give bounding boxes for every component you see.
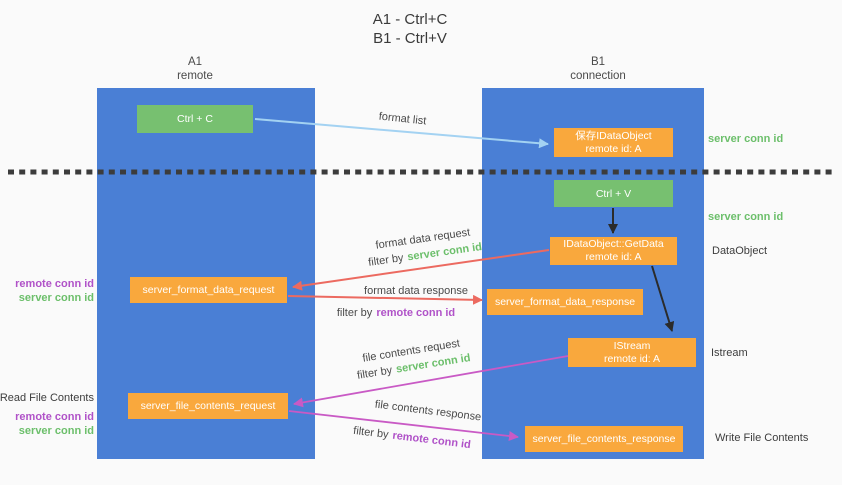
- filter-by-text: filter by: [336, 307, 373, 319]
- side-label-write-file-contents: Write File Contents: [715, 432, 809, 444]
- column-b1-role: connection: [570, 70, 626, 82]
- node-ctrl-v: Ctrl + V: [554, 180, 673, 207]
- filter-by-text: filter by: [352, 424, 390, 442]
- node-idataobject-getdata: IDataObject::GetData remote id: A: [550, 237, 677, 265]
- side-label-server-conn-id: server conn id: [18, 292, 94, 304]
- edge-label-format-data-response: format data response: [364, 285, 468, 297]
- filter-by-text: filter by: [367, 252, 405, 269]
- node-save-idataobject-line1: 保存IDataObject: [575, 129, 652, 142]
- remote-conn-id-text: remote conn id: [376, 307, 456, 319]
- node-istream: IStream remote id: A: [568, 338, 696, 367]
- column-a1-role: remote: [177, 70, 213, 82]
- node-istream-line2: remote id: A: [603, 352, 661, 365]
- node-istream-line1: IStream: [613, 339, 651, 352]
- column-a1-name: A1: [187, 56, 203, 68]
- node-getdata-line1: IDataObject::GetData: [563, 238, 664, 250]
- arrow-file-contents-request: [293, 355, 569, 408]
- node-save-idataobject: 保存IDataObject remote id: A: [554, 128, 673, 157]
- side-label-istream: Istream: [711, 347, 748, 359]
- side-label-remote-conn-id: remote conn id: [15, 411, 94, 423]
- arrow-format-data-request: [292, 249, 550, 291]
- title-line-2: B1 - Ctrl+V: [373, 30, 447, 47]
- node-server-file-contents-response: server_file_contents_response: [525, 426, 683, 452]
- side-label-server-conn-id: server conn id: [18, 425, 94, 437]
- side-label-server-conn-id-top: server conn id: [708, 133, 784, 145]
- node-getdata-line2: remote id: A: [585, 251, 642, 263]
- column-header-a1-remote: A1 remote: [135, 55, 255, 83]
- side-label-server-conn-id-mid: server conn id: [708, 211, 784, 223]
- column-b1-name: B1: [590, 56, 606, 68]
- node-server-file-contents-request: server_file_contents_request: [128, 393, 288, 419]
- arrow-format-data-response: [287, 294, 483, 305]
- diagram-title: A1 - Ctrl+C B1 - Ctrl+V: [0, 10, 820, 48]
- side-label-dataobject: DataObject: [712, 245, 768, 257]
- node-server-format-data-request: server_format_data_request: [130, 277, 287, 303]
- node-save-idataobject-line2: remote id: A: [585, 142, 642, 155]
- side-label-remote-conn-id: remote conn id: [15, 278, 94, 290]
- arrow-getdata-to-istream: [651, 265, 675, 332]
- title-line-1: A1 - Ctrl+C: [372, 11, 448, 28]
- arrow-format-list: [254, 118, 549, 149]
- side-label-conn-id-pair-1: remote conn id server conn id: [15, 277, 94, 305]
- column-header-b1-connection: B1 connection: [538, 55, 658, 83]
- node-server-format-data-response: server_format_data_response: [487, 289, 643, 315]
- node-ctrl-c: Ctrl + C: [137, 105, 253, 133]
- side-label-read-file-contents: Read File Contents: [0, 392, 94, 404]
- arrow-file-contents-response: [288, 410, 519, 441]
- side-label-conn-id-pair-2: remote conn id server conn id: [15, 410, 94, 438]
